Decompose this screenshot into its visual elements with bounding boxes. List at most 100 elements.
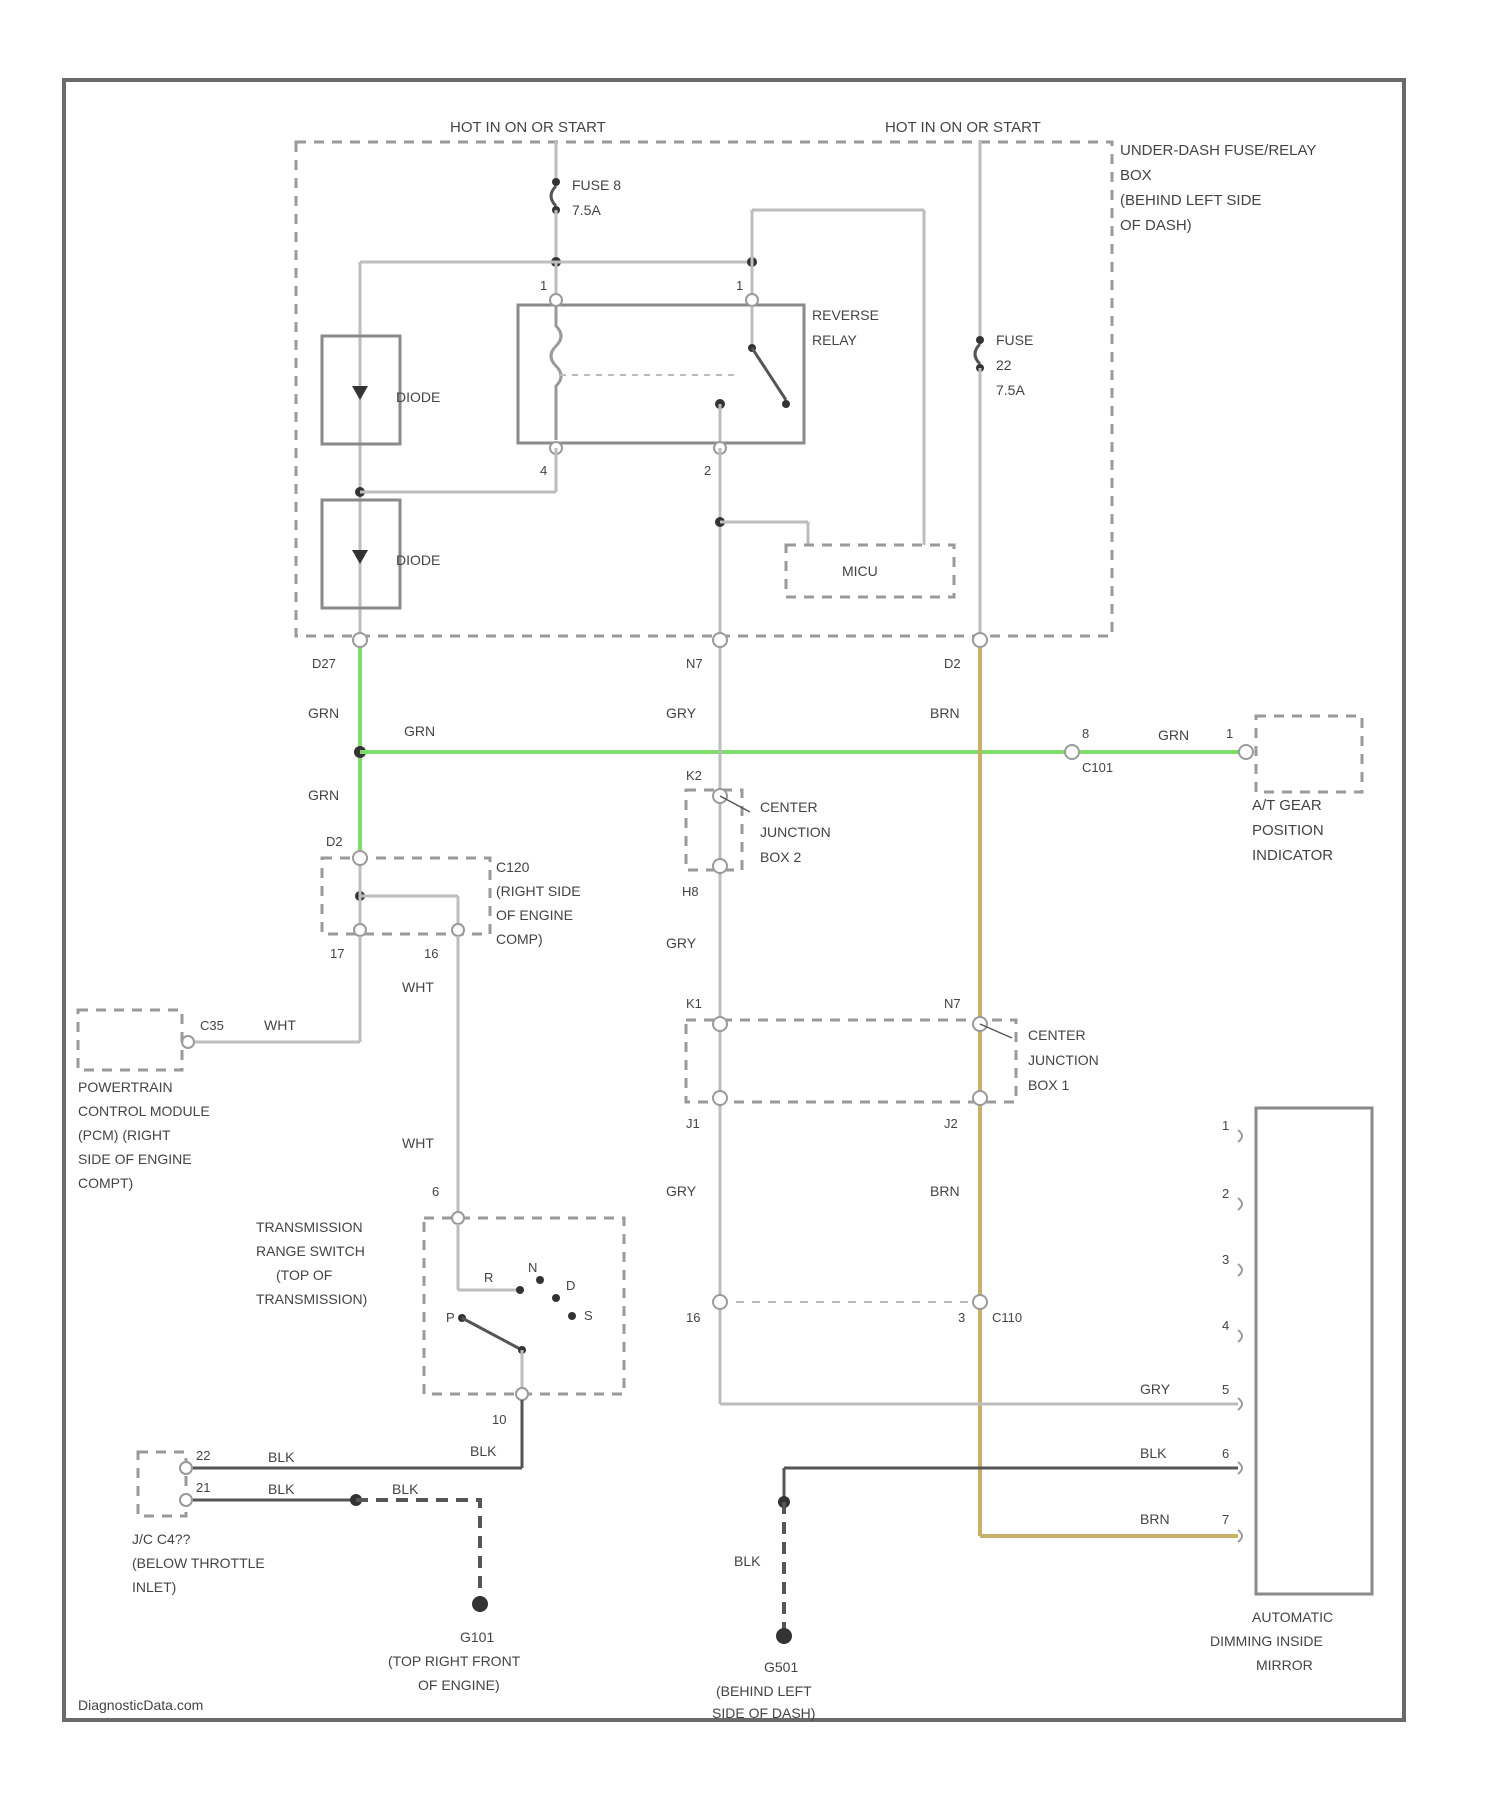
svg-text:N: N bbox=[528, 1260, 537, 1275]
svg-text:(TOP RIGHT FRONT: (TOP RIGHT FRONT bbox=[388, 1653, 521, 1669]
power-label-right: HOT IN ON OR START bbox=[885, 119, 1041, 136]
svg-text:K1: K1 bbox=[686, 996, 702, 1011]
svg-text:BOX: BOX bbox=[1120, 167, 1152, 184]
svg-text:DIODE: DIODE bbox=[396, 389, 440, 405]
svg-text:J1: J1 bbox=[686, 1116, 700, 1131]
transmission-range-switch bbox=[424, 1218, 624, 1394]
svg-text:INDICATOR: INDICATOR bbox=[1252, 847, 1333, 864]
svg-text:MIRROR: MIRROR bbox=[1256, 1657, 1313, 1673]
svg-text:AUTOMATIC: AUTOMATIC bbox=[1252, 1609, 1333, 1625]
svg-text:UNDER-DASH FUSE/RELAY: UNDER-DASH FUSE/RELAY bbox=[1120, 142, 1316, 159]
svg-text:WHT: WHT bbox=[264, 1017, 296, 1033]
svg-text:REVERSE: REVERSE bbox=[812, 307, 879, 323]
diode-top-icon bbox=[352, 386, 368, 400]
svg-text:COMP): COMP) bbox=[496, 931, 543, 947]
svg-text:OF ENGINE: OF ENGINE bbox=[496, 907, 573, 923]
svg-text:1: 1 bbox=[1222, 1118, 1229, 1133]
svg-text:J2: J2 bbox=[944, 1116, 958, 1131]
svg-text:MICU: MICU bbox=[842, 563, 878, 579]
at-gear-position-indicator bbox=[1256, 716, 1362, 792]
svg-text:BOX 1: BOX 1 bbox=[1028, 1077, 1069, 1093]
svg-text:R: R bbox=[484, 1270, 493, 1285]
svg-text:BRN: BRN bbox=[1140, 1511, 1170, 1527]
svg-text:BLK: BLK bbox=[1140, 1445, 1167, 1461]
svg-text:RELAY: RELAY bbox=[812, 332, 858, 348]
svg-text:GRN: GRN bbox=[404, 723, 435, 739]
svg-text:S: S bbox=[584, 1308, 593, 1323]
diagram-frame bbox=[64, 80, 1404, 1720]
relay-coil-icon bbox=[551, 306, 561, 440]
svg-text:7.5A: 7.5A bbox=[572, 202, 601, 218]
svg-text:INLET): INLET) bbox=[132, 1579, 176, 1595]
svg-text:7: 7 bbox=[1222, 1512, 1229, 1527]
svg-text:FUSE 8: FUSE 8 bbox=[572, 177, 621, 193]
svg-text:K2: K2 bbox=[686, 768, 702, 783]
svg-text:1: 1 bbox=[540, 278, 547, 293]
svg-text:N7: N7 bbox=[686, 656, 703, 671]
svg-text:GRY: GRY bbox=[666, 1183, 697, 1199]
svg-text:JUNCTION: JUNCTION bbox=[760, 824, 831, 840]
diode-bottom-icon bbox=[352, 550, 368, 564]
svg-text:(TOP OF: (TOP OF bbox=[276, 1267, 332, 1283]
svg-text:N7: N7 bbox=[944, 996, 961, 1011]
svg-text:17: 17 bbox=[330, 946, 344, 961]
svg-text:D2: D2 bbox=[944, 656, 961, 671]
svg-text:5: 5 bbox=[1222, 1382, 1229, 1397]
svg-text:WHT: WHT bbox=[402, 979, 434, 995]
svg-text:C101: C101 bbox=[1082, 760, 1113, 775]
mirror-pins: 1 2 3 4 5 6 7 bbox=[1222, 1118, 1242, 1542]
automatic-dimming-inside-mirror bbox=[1256, 1108, 1372, 1594]
svg-text:TRANSMISSION): TRANSMISSION) bbox=[256, 1291, 367, 1307]
svg-text:3: 3 bbox=[1222, 1252, 1229, 1267]
fusebox-label: UNDER-DASH FUSE/RELAY BOX (BEHIND LEFT S… bbox=[1120, 142, 1316, 234]
svg-text:BRN: BRN bbox=[930, 705, 960, 721]
center-junction-box-2 bbox=[686, 790, 742, 870]
svg-text:6: 6 bbox=[432, 1184, 439, 1199]
svg-text:POWERTRAIN: POWERTRAIN bbox=[78, 1079, 173, 1095]
svg-text:4: 4 bbox=[540, 463, 547, 478]
svg-text:D2: D2 bbox=[326, 834, 343, 849]
svg-text:GRY: GRY bbox=[666, 935, 697, 951]
svg-text:C120: C120 bbox=[496, 859, 530, 875]
svg-text:WHT: WHT bbox=[402, 1135, 434, 1151]
joint-connector bbox=[138, 1452, 186, 1516]
svg-text:OF DASH): OF DASH) bbox=[1120, 217, 1192, 234]
svg-text:2: 2 bbox=[1222, 1186, 1229, 1201]
svg-text:16: 16 bbox=[424, 946, 438, 961]
svg-text:1: 1 bbox=[736, 278, 743, 293]
powertrain-control-module bbox=[78, 1010, 182, 1070]
svg-text:A/T GEAR: A/T GEAR bbox=[1252, 797, 1322, 814]
svg-text:GRN: GRN bbox=[1158, 727, 1189, 743]
svg-text:GRN: GRN bbox=[308, 705, 339, 721]
svg-text:C35: C35 bbox=[200, 1018, 224, 1033]
svg-text:3: 3 bbox=[958, 1310, 965, 1325]
svg-text:SIDE OF ENGINE: SIDE OF ENGINE bbox=[78, 1151, 192, 1167]
svg-text:J/C C4??: J/C C4?? bbox=[132, 1531, 191, 1547]
svg-text:BOX 2: BOX 2 bbox=[760, 849, 801, 865]
power-label-left: HOT IN ON OR START bbox=[450, 119, 606, 136]
svg-text:D27: D27 bbox=[312, 656, 336, 671]
svg-text:16: 16 bbox=[686, 1310, 700, 1325]
footer-watermark: DiagnosticData.com bbox=[78, 1697, 203, 1713]
svg-text:OF ENGINE): OF ENGINE) bbox=[418, 1677, 500, 1693]
center-junction-box-1 bbox=[686, 1020, 1016, 1102]
svg-text:G101: G101 bbox=[460, 1629, 494, 1645]
svg-text:GRY: GRY bbox=[1140, 1381, 1171, 1397]
svg-text:CENTER: CENTER bbox=[760, 799, 818, 815]
svg-text:22: 22 bbox=[996, 357, 1012, 373]
svg-text:(BEHIND LEFT: (BEHIND LEFT bbox=[716, 1683, 812, 1699]
svg-text:C110: C110 bbox=[992, 1310, 1022, 1325]
svg-text:BLK: BLK bbox=[268, 1481, 295, 1497]
svg-text:BLK: BLK bbox=[268, 1449, 295, 1465]
svg-text:(BEHIND LEFT SIDE: (BEHIND LEFT SIDE bbox=[1120, 192, 1261, 209]
range-switch-wiper-icon bbox=[462, 1318, 522, 1350]
svg-text:(BELOW THROTTLE: (BELOW THROTTLE bbox=[132, 1555, 265, 1571]
svg-text:2: 2 bbox=[704, 463, 711, 478]
svg-text:POSITION: POSITION bbox=[1252, 822, 1324, 839]
svg-text:RANGE SWITCH: RANGE SWITCH bbox=[256, 1243, 365, 1259]
svg-text:BRN: BRN bbox=[930, 1183, 960, 1199]
ground-g101-icon bbox=[472, 1596, 488, 1612]
svg-text:COMPT): COMPT) bbox=[78, 1175, 133, 1191]
svg-text:(RIGHT SIDE: (RIGHT SIDE bbox=[496, 883, 581, 899]
